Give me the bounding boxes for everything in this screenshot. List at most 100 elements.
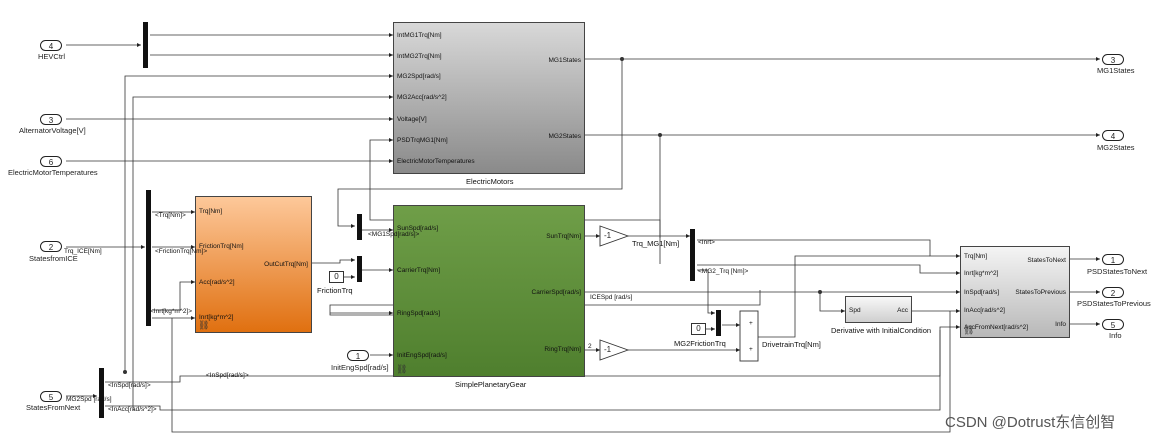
- outport-info[interactable]: 5: [1102, 319, 1124, 330]
- library-link-icon: ⛓: [396, 364, 408, 374]
- inport-em-temps[interactable]: 6: [40, 156, 62, 167]
- constant-label-mg2-friction: MG2FrictionTrq: [674, 339, 726, 348]
- outport-mg1states[interactable]: 3: [1102, 54, 1124, 65]
- watermark: CSDN @Dotrust东信创智: [945, 414, 1116, 431]
- gain-value-mg1: -1: [604, 231, 612, 240]
- inport-label-em-temps: ElectricMotorTemperatures: [8, 168, 98, 177]
- signal-mg2-trq: <MG2_Trq [Nm]>: [698, 268, 749, 275]
- pg-out-ringtrq: RingTrq[Nm]: [544, 346, 581, 353]
- fr-in-trq: Trq[Nm]: [199, 208, 223, 215]
- fr-out-cuttrq: OutCutTrq[Nm]: [264, 261, 308, 268]
- electric-motors-caption: ElectricMotors: [466, 177, 514, 186]
- constant-mg2-friction[interactable]: 0: [691, 323, 706, 335]
- em-in-intmg1: IntMG1Trq[Nm]: [397, 32, 442, 39]
- signal-icespd: ICESpd [rad/s]: [590, 294, 633, 301]
- em-in-temps: ElectricMotorTemperatures: [397, 158, 475, 165]
- signal-mg2spd: MG2Spd [rad/s]: [66, 396, 112, 403]
- inport-label-alternator-voltage: AlternatorVoltage[V]: [19, 126, 86, 135]
- pg-out-carrierspd: CarrierSpd[rad/s]: [531, 289, 582, 296]
- inport-init-eng-spd[interactable]: 1: [347, 350, 369, 361]
- gain-label-mg1: Trq_MG1[Nm]: [632, 239, 680, 248]
- sum-sign-2: +: [749, 346, 753, 353]
- states-block[interactable]: Trq[Nm] Inrt[kg*m^2] InSpd[rad/s] InAcc[…: [960, 246, 1070, 338]
- bus-selector-ice[interactable]: [146, 190, 151, 326]
- gain-triangle-mg1: [599, 225, 630, 247]
- mux-carrier[interactable]: [357, 256, 362, 282]
- inport-label-hevctrl: HEVCtrl: [38, 52, 66, 61]
- st-out-info: Info: [1055, 321, 1066, 328]
- derivative-caption: Derivative with InitialCondition: [831, 326, 932, 335]
- signal-friction-trq: <FrictionTrq[Nm]>: [155, 248, 208, 255]
- st-in-inacc: InAcc[rad/s^2]: [964, 307, 1005, 314]
- friction-torque-block[interactable]: Trq[Nm] FrictionTrq[Nm] Acc[rad/s^2] Inr…: [195, 196, 312, 333]
- deriv-out: Acc: [897, 307, 908, 314]
- gain-value-drivetrain: -1: [604, 345, 612, 354]
- inport-label-states-from-next: StatesFromNext: [26, 403, 81, 412]
- gain-label-drivetrain: DrivetrainTrq[Nm]: [762, 340, 821, 349]
- pg-in-sunspd: SunSpd[rad/s]: [397, 225, 439, 232]
- outport-label-psd-to-previous: PSDStatesToPrevious: [1077, 299, 1151, 308]
- em-in-mg2spd: MG2Spd[rad/s]: [397, 73, 441, 80]
- pg-in-ringspd: RingSpd[rad/s]: [397, 310, 440, 317]
- pg-in-carriertrq: CarrierTrq[Nm]: [397, 267, 441, 274]
- outport-label-info: Info: [1109, 331, 1122, 340]
- outport-psd-to-previous[interactable]: 2: [1102, 287, 1124, 298]
- outport-psd-to-next[interactable]: 1: [1102, 254, 1124, 265]
- st-out-previous: StatesToPrevious: [1015, 289, 1066, 296]
- outport-label-mg2states: MG2States: [1097, 143, 1135, 152]
- gain-triangle-drivetrain: [599, 339, 630, 361]
- derivative-block[interactable]: Spd Acc: [845, 296, 912, 323]
- em-in-voltage: Voltage[V]: [397, 116, 427, 123]
- mux-sun[interactable]: [357, 214, 362, 240]
- fr-in-acc: Acc[rad/s^2]: [199, 279, 235, 286]
- inport-states-from-next[interactable]: 5: [40, 391, 62, 402]
- planetary-gear-caption: SimplePlanetaryGear: [455, 380, 527, 389]
- inport-states-from-ice[interactable]: 2: [40, 241, 62, 252]
- junction-dots: [123, 57, 822, 374]
- st-in-trq: Trq[Nm]: [964, 253, 988, 260]
- electric-motors-block[interactable]: IntMG1Trq[Nm] IntMG2Trq[Nm] MG2Spd[rad/s…: [393, 22, 585, 174]
- outport-label-psd-to-next: PSDStatesToNext: [1087, 267, 1148, 276]
- inport-label-states-from-ice: StatesfromICE: [29, 254, 78, 263]
- em-in-mg2acc: MG2Acc[rad/s^2]: [397, 94, 447, 101]
- st-out-next: StatesToNext: [1027, 257, 1066, 264]
- em-in-intmg2: IntMG2Trq[Nm]: [397, 53, 442, 60]
- st-in-inrt: Inrt[kg*m^2]: [964, 270, 999, 277]
- signal-inspd: <InSpd[rad/s]>: [206, 372, 249, 379]
- fr-in-inrt: Inrt[kg*m^2]: [199, 314, 234, 321]
- inport-alternator-voltage[interactable]: 3: [40, 114, 62, 125]
- em-in-psdtrq: PSDTrqMG1[Nm]: [397, 137, 448, 144]
- signal-trq-ice: Trq_ICE[Nm]: [64, 248, 102, 255]
- fr-in-friction: FrictionTrq[Nm]: [199, 243, 244, 250]
- signal-inspd-2: <InSpd[rad/s]>: [108, 382, 151, 389]
- em-out-mg2: MG2States: [548, 133, 581, 140]
- inport-label-init-eng-spd: InitEngSpd[rad/s]: [331, 363, 389, 372]
- pg-in-initengspd: InitEngSpd[rad/s]: [397, 352, 447, 359]
- constant-friction-trq[interactable]: 0: [329, 271, 344, 283]
- signal-mg1spd: <MG1Spd[rad/s]>: [368, 231, 420, 238]
- inport-hevctrl[interactable]: 4: [40, 40, 62, 51]
- outport-label-mg1states: MG1States: [1097, 66, 1135, 75]
- st-in-accfromnext: AccFromNext[rad/s^2]: [964, 324, 1029, 331]
- bus-selector-next[interactable]: [99, 368, 104, 418]
- outport-mg2states[interactable]: 4: [1102, 130, 1124, 141]
- library-link-icon: ⛓: [963, 325, 975, 335]
- signal-inacc: <InAcc[rad/s^2]>: [108, 406, 157, 413]
- constant-label-friction-trq: FrictionTrq: [317, 286, 353, 295]
- mux-mg2[interactable]: [690, 229, 695, 281]
- bus-selector-hevctrl[interactable]: [143, 22, 148, 68]
- signal-two: 2: [588, 343, 592, 350]
- mux-mg2friction[interactable]: [716, 310, 721, 336]
- signal-trq: <Trq[Nm]>: [155, 212, 186, 219]
- signal-inrt-mux: <Inrt>: [698, 239, 715, 246]
- pg-out-suntrq: SunTrq[Nm]: [546, 233, 581, 240]
- em-out-mg1: MG1States: [548, 57, 581, 64]
- st-in-inspd: InSpd[rad/s]: [964, 289, 1000, 296]
- sum-sign-1: +: [749, 320, 753, 327]
- library-link-icon: ⛓: [198, 320, 210, 330]
- signal-inrt: <Inrt[kg*m^2]>: [150, 308, 193, 315]
- deriv-in: Spd: [849, 307, 861, 314]
- planetary-gear-block[interactable]: SunSpd[rad/s] CarrierTrq[Nm] RingSpd[rad…: [393, 205, 585, 377]
